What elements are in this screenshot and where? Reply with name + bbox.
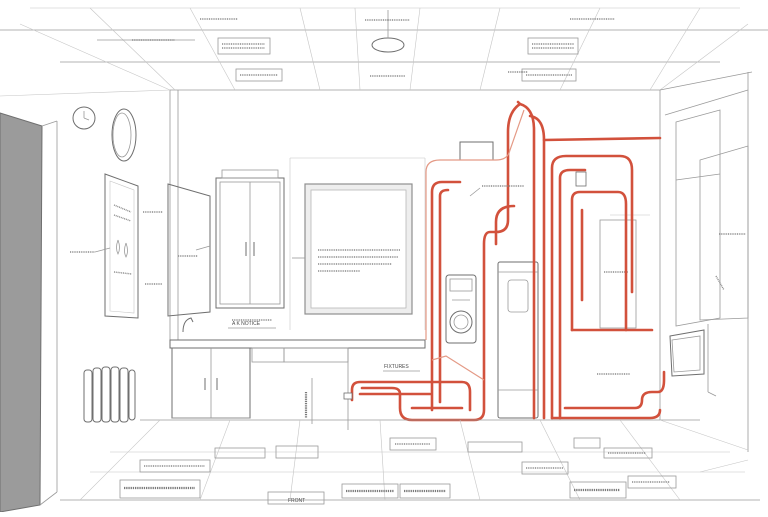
pipe-valve [575,171,587,187]
plumbing-pipes [343,100,666,422]
pipe-fitting [343,392,353,400]
wall-heater-unit [669,324,717,397]
floor-grid [60,419,760,501]
ceiling-grid [0,7,768,91]
right-wall [599,71,753,452]
thermostat-box [459,141,494,161]
left-wall-annotations [70,211,163,285]
counter-annotation: A K NOTICE [228,319,276,329]
vanity-counter [169,317,426,430]
wall-clock-small [72,106,96,130]
ceiling-vent [235,68,283,82]
water-heater-unit [445,274,477,344]
ceiling-vent [217,37,271,55]
pipe-fixtures-label: FIXTURES [384,364,409,370]
pipe-annotations: FIXTURES [304,185,630,424]
floor-title: FRONT [288,498,305,504]
storage-tank-cabinet [497,261,539,419]
left-wall-panel [104,173,139,319]
floor-notes: FRONT [119,437,677,505]
counter-note-text: A K NOTICE [232,321,261,327]
radiator [83,366,136,423]
wall-clock-large [111,108,137,162]
back-wall [0,89,661,420]
entry-door [0,112,58,513]
ceiling-light-fixture [371,37,405,53]
ceiling-vent [527,37,579,55]
mirror-with-notes [292,183,413,315]
ceiling-vents [217,10,579,82]
ceiling-annotations [97,18,615,73]
right-floor-lines [659,419,749,473]
upper-cabinet [215,169,285,309]
ceiling-vent [521,68,577,82]
open-cabinet-door [167,183,211,317]
